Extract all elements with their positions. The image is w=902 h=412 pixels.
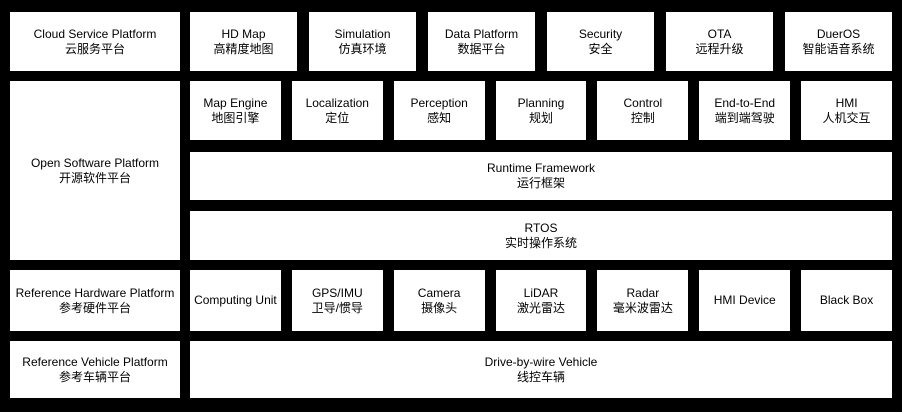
node-label-zh: 运行框架: [516, 175, 565, 190]
node-drive-by-wire-vehicle: Drive-by-wire Vehicle 线控车辆: [190, 341, 892, 398]
node-label-en: Control: [623, 95, 663, 110]
node-label-zh: 定位: [325, 110, 350, 125]
node-runtime-framework: Runtime Framework 运行框架: [190, 151, 892, 200]
node-label-zh: 卫导/惯导: [311, 300, 363, 315]
node-label-zh: 激光雷达: [516, 300, 565, 315]
node-end-to-end: End-to-End 端到端驾驶: [699, 81, 791, 140]
platform-reference-vehicle: Reference Vehicle Platform 参考车辆平台: [10, 341, 180, 398]
node-label-en: Drive-by-wire Vehicle: [484, 354, 598, 369]
node-hmi: HMI 人机交互: [801, 81, 892, 140]
node-perception: Perception 感知: [393, 81, 485, 140]
node-label-zh: 规划: [528, 110, 553, 125]
node-label-en: HD Map: [221, 26, 266, 41]
hardware-row: Computing Unit GPS/IMU 卫导/惯导 Camera 摄像头 …: [190, 270, 892, 331]
node-black-box: Black Box: [801, 270, 892, 331]
node-label-en: Map Engine: [203, 95, 268, 110]
node-label-zh: 实时操作系统: [504, 235, 577, 250]
node-label-en: Planning: [517, 95, 565, 110]
node-hmi-device: HMI Device: [699, 270, 791, 331]
platform-label-zh: 参考车辆平台: [58, 369, 131, 384]
node-label-en: Perception: [410, 95, 468, 110]
node-camera: Camera 摄像头: [393, 270, 485, 331]
node-label-en: HMI Device: [713, 293, 776, 307]
node-label-zh: 端到端驾驶: [714, 110, 775, 125]
node-rtos: RTOS 实时操作系统: [190, 211, 892, 260]
node-label-zh: 数据平台: [457, 41, 506, 56]
node-computing-unit: Computing Unit: [190, 270, 281, 331]
node-label-en: Black Box: [819, 293, 874, 307]
platform-label-zh: 云服务平台: [64, 41, 125, 56]
node-label-en: End-to-End: [714, 95, 776, 110]
node-localization: Localization 定位: [291, 81, 383, 140]
node-gps-imu: GPS/IMU 卫导/惯导: [291, 270, 383, 331]
platform-label-zh: 参考硬件平台: [58, 300, 131, 315]
node-label-en: Data Platform: [444, 26, 519, 41]
node-label-zh: 地图引擎: [211, 110, 260, 125]
node-lidar: LiDAR 激光雷达: [495, 270, 587, 331]
software-modules-row: Map Engine 地图引擎 Localization 定位 Percepti…: [190, 81, 892, 140]
platform-reference-hardware: Reference Hardware Platform 参考硬件平台: [10, 270, 180, 331]
node-label-en: Radar: [626, 285, 660, 300]
node-label-en: Simulation: [334, 26, 391, 41]
platform-label-en: Reference Hardware Platform: [15, 285, 175, 300]
node-label-en: Localization: [305, 95, 369, 110]
node-hd-map: HD Map 高精度地图: [190, 12, 297, 71]
node-label-en: DuerOS: [816, 26, 861, 41]
node-map-engine: Map Engine 地图引擎: [190, 81, 281, 140]
platform-cloud-service: Cloud Service Platform 云服务平台: [10, 12, 180, 71]
platform-label-zh: 开源软件平台: [58, 170, 131, 185]
node-label-zh: 仿真环境: [338, 41, 387, 56]
node-label-en: Camera: [417, 285, 461, 300]
node-label-zh: 控制: [630, 110, 655, 125]
node-label-zh: 感知: [427, 110, 452, 125]
platform-label-en: Reference Vehicle Platform: [22, 354, 168, 369]
node-label-en: LiDAR: [523, 285, 559, 300]
node-label-en: OTA: [707, 26, 732, 41]
node-simulation: Simulation 仿真环境: [309, 12, 416, 71]
node-label-zh: 安全: [588, 41, 613, 56]
node-planning: Planning 规划: [495, 81, 587, 140]
node-label-zh: 毫米波雷达: [612, 300, 673, 315]
platform-label-en: Cloud Service Platform: [33, 26, 157, 41]
node-control: Control 控制: [597, 81, 689, 140]
cloud-services-row: HD Map 高精度地图 Simulation 仿真环境 Data Platfo…: [190, 12, 892, 71]
node-label-en: GPS/IMU: [311, 285, 363, 300]
node-label-zh: 远程升级: [695, 41, 744, 56]
node-security: Security 安全: [547, 12, 654, 71]
node-label-zh: 人机交互: [822, 110, 871, 125]
platform-label-en: Open Software Platform: [30, 155, 160, 170]
node-label-zh: 高精度地图: [213, 41, 274, 56]
node-label-zh: 线控车辆: [516, 369, 565, 384]
node-label-en: Computing Unit: [194, 293, 277, 307]
node-label-zh: 摄像头: [421, 300, 458, 315]
node-label-zh: 智能语音系统: [802, 41, 875, 56]
node-label-en: RTOS: [524, 220, 558, 235]
node-dueros: DuerOS 智能语音系统: [785, 12, 892, 71]
node-label-en: HMI: [835, 95, 858, 110]
node-ota: OTA 远程升级: [666, 12, 773, 71]
platform-open-software: Open Software Platform 开源软件平台: [10, 81, 180, 260]
node-label-en: Security: [578, 26, 623, 41]
node-radar: Radar 毫米波雷达: [597, 270, 689, 331]
node-label-en: Runtime Framework: [486, 160, 596, 175]
node-data-platform: Data Platform 数据平台: [428, 12, 535, 71]
software-stack: Map Engine 地图引擎 Localization 定位 Percepti…: [190, 81, 892, 260]
